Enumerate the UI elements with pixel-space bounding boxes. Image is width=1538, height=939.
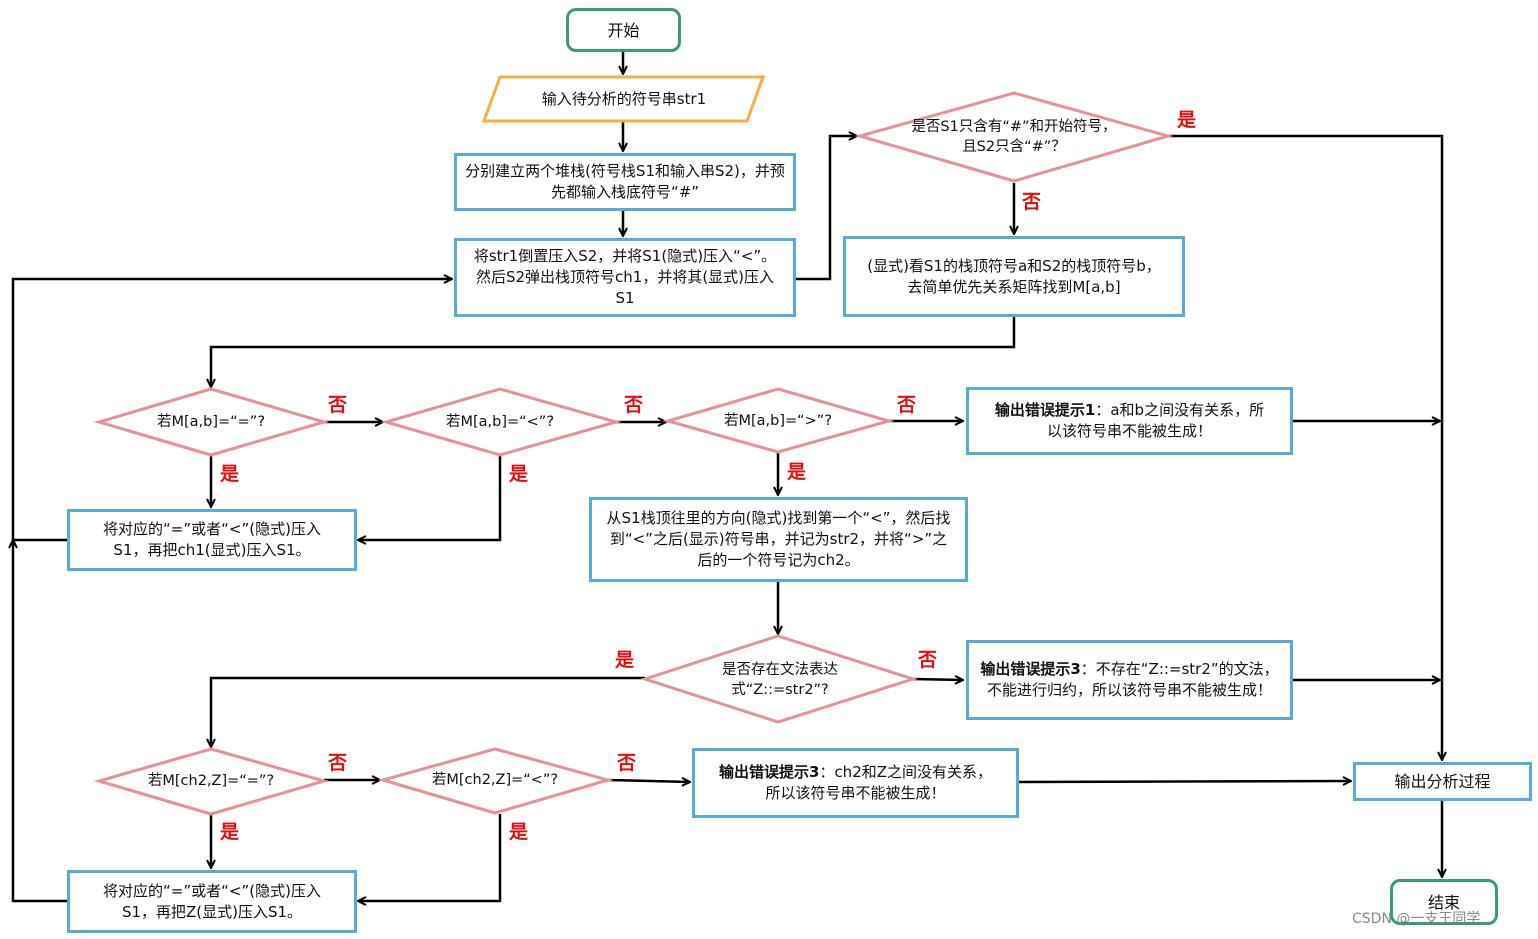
edge-declt-yes [358, 455, 502, 540]
watermark: CSDN @一支王同学 [1352, 911, 1481, 927]
decision-shape-eq [93, 387, 330, 457]
output-text: 输出分析过程 [1394, 772, 1491, 791]
lookup-matrix-text: (显式)看S1的栈顶符号a和S2的栈顶符号b，去简单优先关系矩阵找到M[a,b] [867, 256, 1161, 296]
label-check-end-yes: 是 [1177, 109, 1197, 131]
error1-title: 输出错误提示1 [994, 401, 1096, 419]
error3a-title: 输出错误提示3 [980, 660, 1081, 678]
edge-grammar-no [912, 679, 963, 680]
push-str1-node: 将str1倒置压入S2，并将S1(隐式)压入“<”。然后S2弹出栈顶符号ch1，… [454, 238, 796, 317]
lt-decision: 若M[a,b]=“<”? [429, 410, 571, 434]
label-z-eq-yes: 是 [220, 821, 240, 843]
decision-shape-gt [662, 387, 895, 454]
decision-shape-z-eq [93, 747, 330, 816]
error3b-text: 输出错误提示3：ch2和Z之间没有关系，所以该符号串不能被生成！ [717, 762, 994, 804]
push-z-text: 将对应的“=”或者“<”(隐式)压入S1，再把Z(显式)压入S1。 [103, 881, 321, 921]
edge-push-check [796, 136, 857, 281]
error1-node: 输出错误提示1：a和b之间没有关系，所以该符号串不能被生成！ [966, 387, 1293, 455]
label-eq-no: 否 [328, 394, 348, 416]
decision-shape-grammar [640, 634, 918, 724]
push-ch1-node: 将对应的“=”或者“<”(隐式)压入S1，再把ch1(显式)压入S1。 [67, 509, 357, 571]
lt-decision-text: 若M[a,b]=“<”? [445, 414, 555, 430]
label-lt-no: 否 [624, 394, 644, 416]
edge-zlt-err3b [607, 780, 690, 782]
label-gt-yes: 是 [787, 461, 807, 483]
error3a-node: 输出错误提示3：不存在“Z::=str2”的文法，不能进行归约，所以该符号串不能… [966, 640, 1293, 720]
input-node: 输入待分析的符号串str1 [500, 77, 748, 121]
gt-decision: 若M[a,b]=“>”? [707, 409, 849, 433]
edge-lookup-deceq [211, 317, 1016, 387]
edge-check-yes [1168, 134, 1442, 760]
z-eq-decision: 若M[ch2,Z]=“=”? [136, 769, 286, 793]
edge-pushz-loop [13, 540, 67, 903]
push-str1-text: 将str1倒置压入S2，并将S1(隐式)压入“<”。然后S2弹出栈顶符号ch1，… [473, 247, 777, 307]
edge-err3b-output [1018, 781, 1351, 782]
error3a-detail: ：不存在“Z::=str2”的文法，不能进行归约，所以该符号串不能被生成！ [986, 660, 1279, 699]
end-text: 结束 [1427, 892, 1460, 912]
build-stacks-node: 分别建立两个堆栈(符号栈S1和输入串S2)，并预先都输入栈底符号“#” [454, 153, 796, 211]
eq-decision-text: 若M[a,b]=“=”? [156, 414, 266, 430]
lookup-matrix-node: (显式)看S1的栈顶符号a和S2的栈顶符号b，去简单优先关系矩阵找到M[a,b] [843, 236, 1185, 317]
end-node: 结束 [1390, 879, 1498, 925]
edge-pushch1-loop [11, 279, 452, 542]
error3a-text: 输出错误提示3：不存在“Z::=str2”的文法，不能进行归约，所以该符号串不能… [979, 659, 1280, 701]
push-z-node: 将对应的“=”或者“<”(隐式)压入S1，再把Z(显式)压入S1。 [67, 870, 357, 933]
decision-shape-lt [380, 387, 622, 457]
start-node: 开始 [566, 8, 681, 52]
edge-zlt-yes [358, 814, 502, 901]
gt-decision-text: 若M[a,b]=“>”? [723, 413, 833, 429]
grammar-decision: 是否存在文法表达式“Z::=str2”? [700, 658, 860, 702]
z-lt-decision: 若M[ch2,Z]=“<”? [420, 768, 570, 792]
output-node: 输出分析过程 [1353, 762, 1532, 801]
z-eq-decision-text: 若M[ch2,Z]=“=”? [147, 773, 275, 789]
check-end-decision: 是否S1只含有“#”和开始符号，且S2只含“#”？ [910, 115, 1118, 159]
find-str2-text: 从S1栈顶往里的方向(隐式)找到第一个“<”，然后找到“<”之后(显示)符号串，… [606, 509, 951, 569]
label-grammar-yes: 是 [615, 649, 635, 671]
error3b-detail: ：ch2和Z之间没有关系，所以该符号串不能被生成！ [765, 763, 993, 802]
eq-decision: 若M[a,b]=“=”? [140, 410, 282, 434]
decision-shape-z-lt [377, 747, 614, 815]
error1-detail: ：a和b之间没有关系，所以该符号串不能被生成！ [1046, 401, 1265, 440]
edge-grammar-yes [211, 676, 645, 747]
label-grammar-no: 否 [918, 649, 938, 671]
label-check-end-no: 否 [1022, 191, 1042, 213]
input-text: 输入待分析的符号串str1 [541, 90, 707, 108]
error3b-node: 输出错误提示3：ch2和Z之间没有关系，所以该符号串不能被生成！ [692, 748, 1019, 818]
find-str2-node: 从S1栈顶往里的方向(隐式)找到第一个“<”，然后找到“<”之后(显示)符号串，… [589, 497, 968, 582]
label-z-eq-no: 否 [328, 752, 348, 774]
label-lt-yes: 是 [509, 463, 529, 485]
decision-shape-check-end [854, 91, 1174, 183]
grammar-decision-text: 是否存在文法表达式“Z::=str2”? [722, 662, 838, 698]
check-end-text: 是否S1只含有“#”和开始符号，且S2只含“#”？ [911, 119, 1117, 155]
label-gt-no: 否 [897, 394, 917, 416]
build-stacks-text: 分别建立两个堆栈(符号栈S1和输入串S2)，并预先都输入栈底符号“#” [465, 162, 785, 201]
label-z-lt-yes: 是 [509, 821, 529, 843]
z-lt-decision-text: 若M[ch2,Z]=“<”? [431, 772, 559, 788]
io-shape-input [481, 75, 766, 123]
error3b-title: 输出错误提示3 [718, 763, 820, 781]
start-text: 开始 [607, 20, 640, 40]
label-z-lt-no: 否 [617, 752, 637, 774]
error1-text: 输出错误提示1：a和b之间没有关系，所以该符号串不能被生成！ [991, 400, 1268, 442]
label-eq-yes: 是 [220, 463, 240, 485]
push-ch1-text: 将对应的“=”或者“<”(隐式)压入S1，再把ch1(显式)压入S1。 [103, 520, 321, 559]
